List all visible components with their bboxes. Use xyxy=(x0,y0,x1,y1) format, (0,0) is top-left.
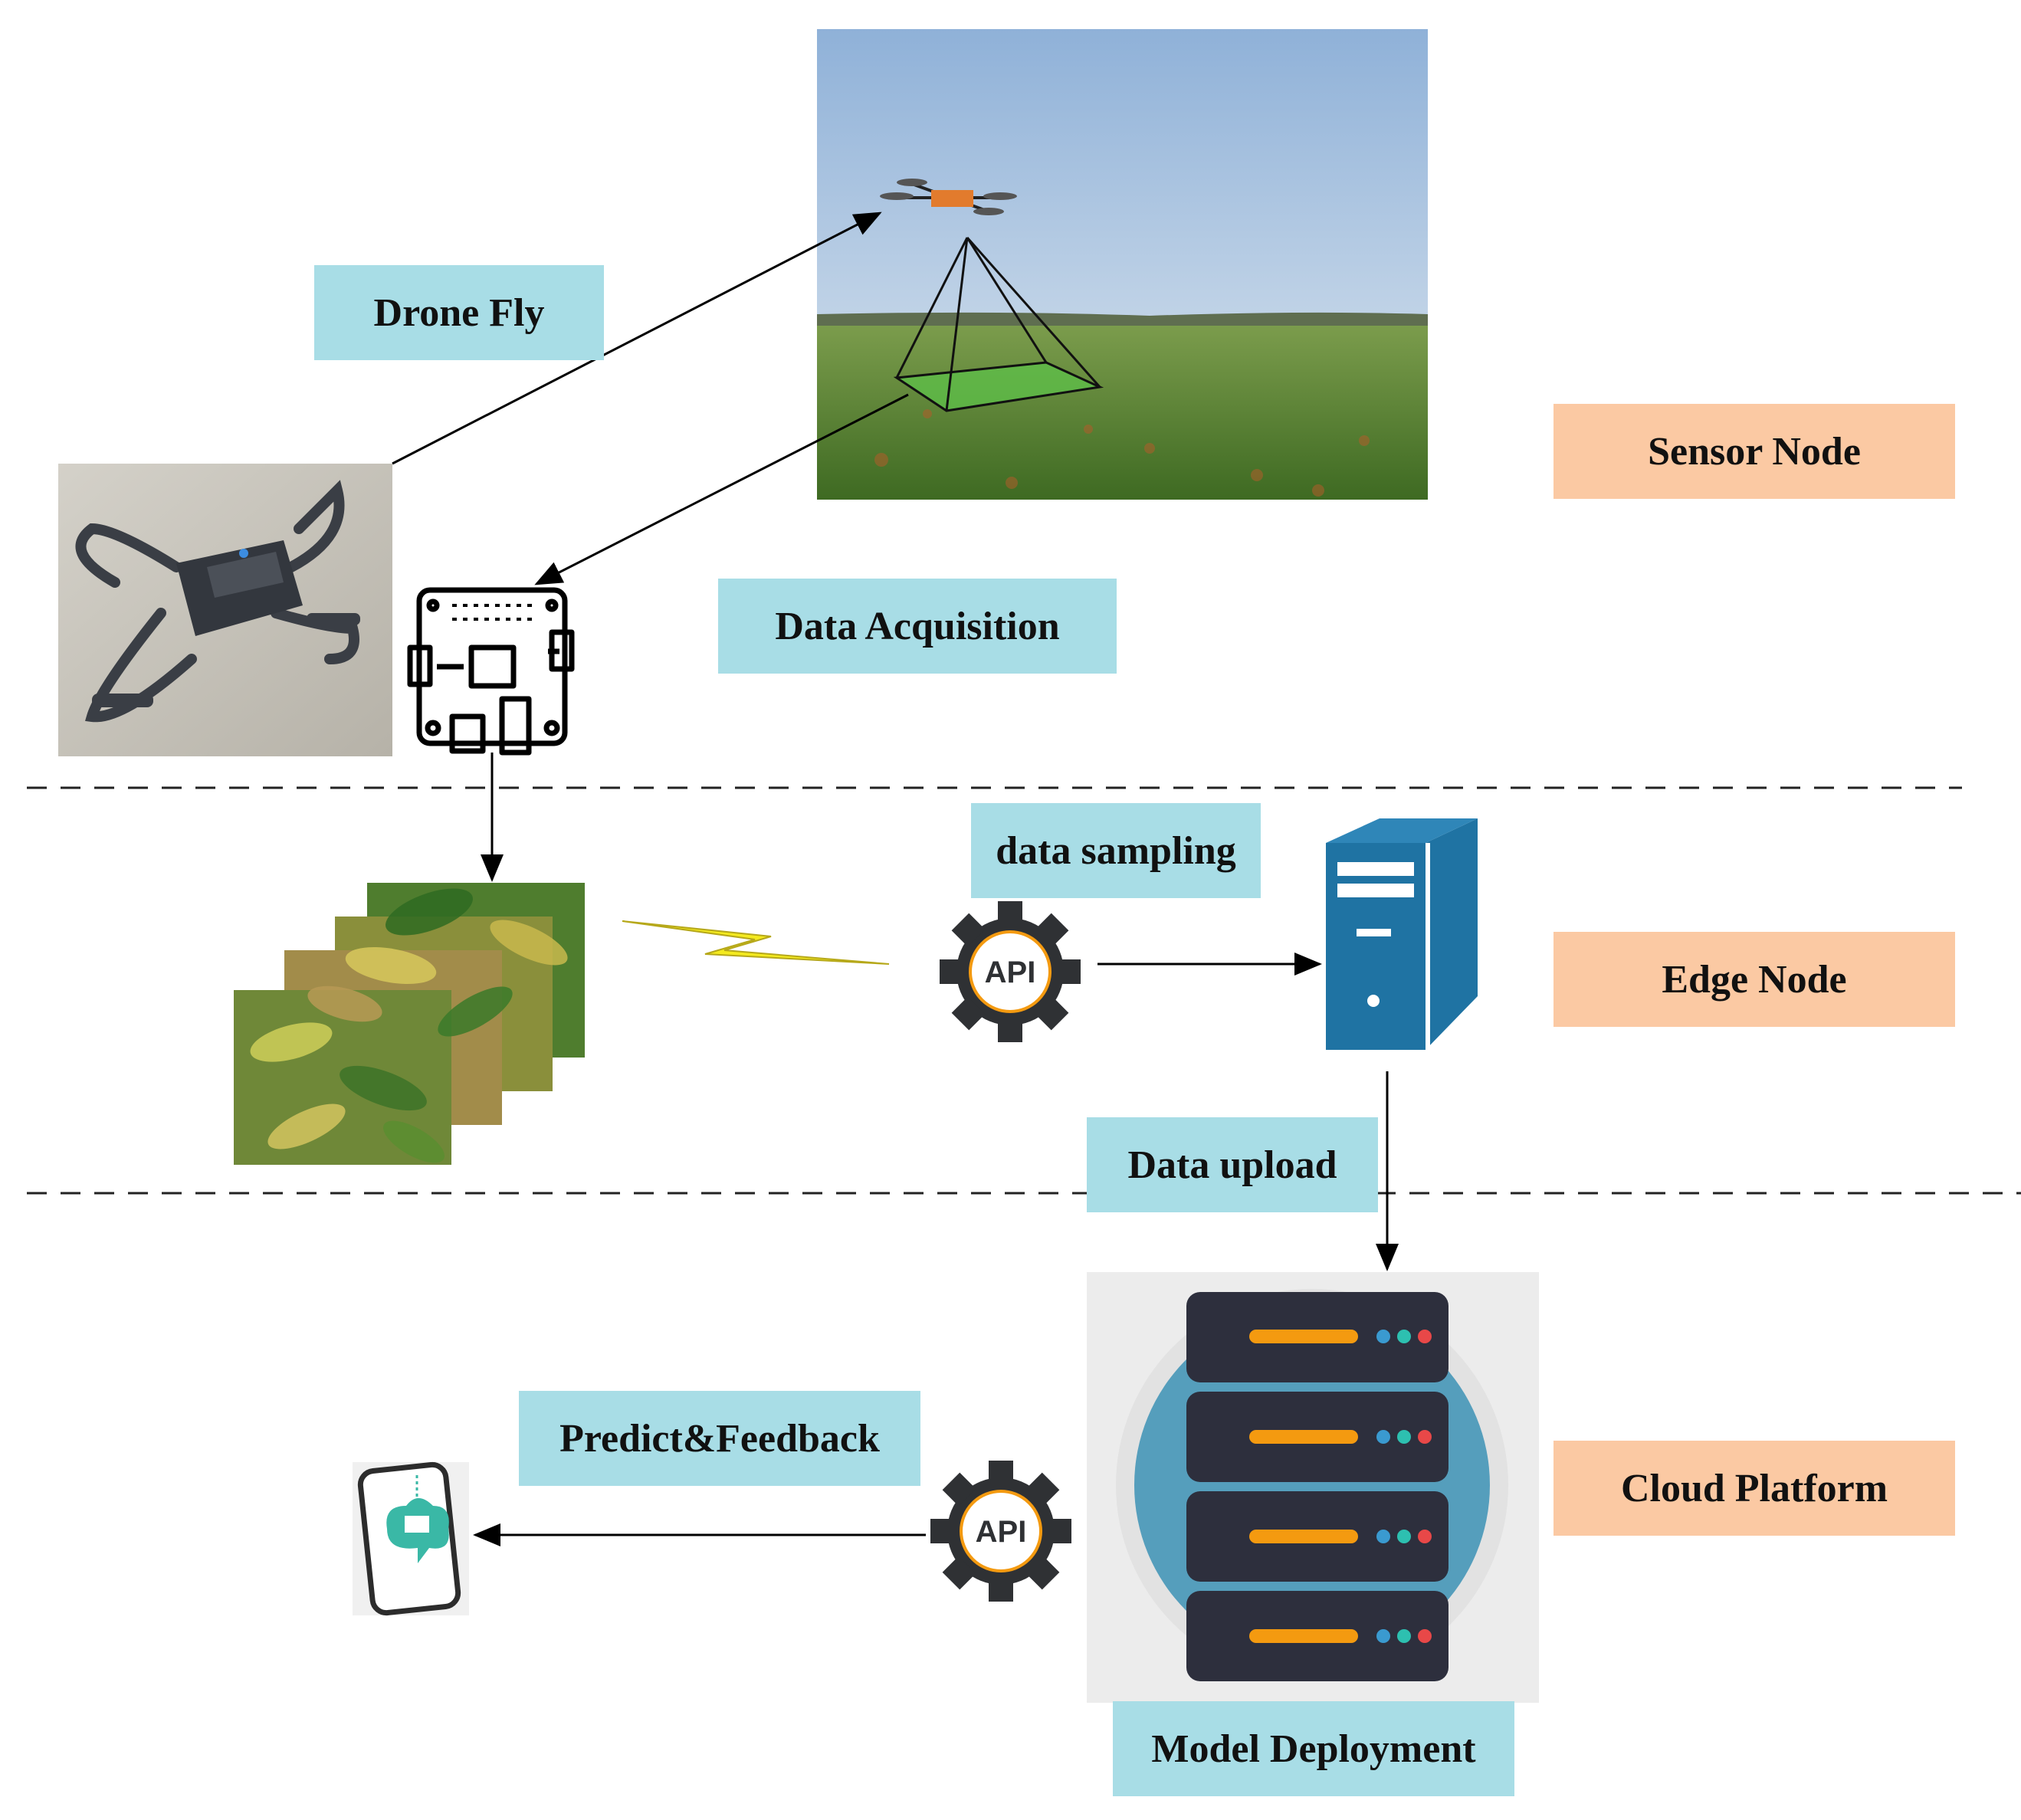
api-badge-lower: API xyxy=(976,1515,1027,1549)
layer-label-cloud-platform: Cloud Platform xyxy=(1553,1441,1955,1536)
field-drone-photo xyxy=(817,29,1428,500)
tower-server-icon xyxy=(1326,818,1478,1050)
flow-arrows xyxy=(392,212,1399,1546)
data-sampling-label: data sampling xyxy=(971,803,1261,898)
lightning-bolt-icon xyxy=(622,920,890,965)
data-acquisition-label: Data Acquisition xyxy=(718,579,1117,674)
drone-fly-label: Drone Fly xyxy=(314,265,604,360)
circuit-board-icon xyxy=(407,587,575,756)
api-gear-icon: API xyxy=(930,1461,1071,1602)
arrow-drone-fly xyxy=(392,212,882,465)
predict-feedback-label: Predict&Feedback xyxy=(519,1391,920,1486)
api-gear-icon: API xyxy=(940,901,1081,1042)
data-upload-label: Data upload xyxy=(1087,1117,1378,1212)
layer-label-sensor-node: Sensor Node xyxy=(1553,404,1955,499)
leaf-image-stack xyxy=(234,883,585,1165)
arrow-data-acquisition xyxy=(534,393,909,585)
server-rack-icon xyxy=(1087,1272,1539,1703)
layer-label-edge-node: Edge Node xyxy=(1553,932,1955,1027)
api-badge-upper: API xyxy=(985,956,1036,989)
smartphone-icon xyxy=(353,1461,469,1616)
model-deployment-label: Model Deployment xyxy=(1113,1701,1514,1796)
quadcopter-icon xyxy=(58,464,392,756)
